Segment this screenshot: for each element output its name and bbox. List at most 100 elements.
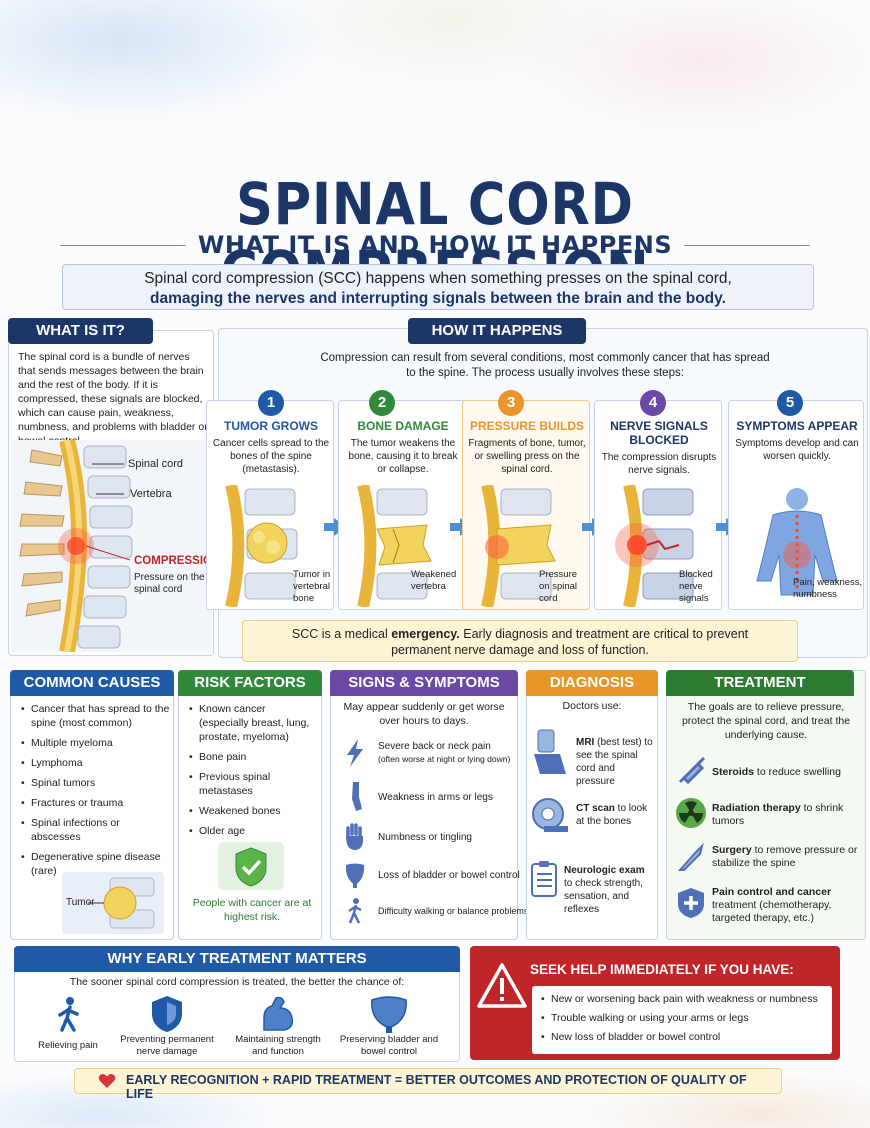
seek-help-list: New or worsening back pain with weakness…	[540, 992, 824, 1044]
risk-item: Weakened bones	[188, 804, 318, 818]
treatment-steroids: Steroids to reduce swelling	[712, 766, 862, 778]
step-4-number: 4	[640, 390, 666, 416]
diagnosis-ct: CT scan to look at the bones	[576, 802, 654, 828]
diagnosis-ct-bold: CT scan	[576, 803, 615, 814]
bladder-icon	[338, 858, 372, 892]
subtitle-rule-left	[60, 244, 186, 246]
benefit-label: Maintaining strength and function	[235, 1034, 321, 1057]
cause-item: Spinal tumors	[20, 776, 170, 790]
signs-intro: May appear suddenly or get worse over ho…	[343, 701, 505, 727]
step-2-desc: The tumor weakens the bone, causing it t…	[348, 438, 458, 475]
bladder-icon	[371, 996, 407, 1033]
step-4-caption: Blocked nerve signals	[679, 569, 713, 604]
signs-symptoms-heading: SIGNS & SYMPTOMS	[330, 670, 518, 696]
step-2-title: BONE DAMAGE	[357, 419, 449, 433]
emergency-bold: emergency.	[391, 627, 460, 641]
step-1-tumor-illustration	[225, 485, 298, 607]
hand-icon	[338, 820, 372, 854]
how-intro-line-1: Compression can result from several cond…	[320, 352, 770, 364]
cause-item: Multiple myeloma	[20, 736, 170, 750]
benefit-label: Relieving pain	[38, 1040, 98, 1051]
label-compression: COMPRESSION	[134, 555, 221, 567]
diagnosis-mri-bold: MRI	[576, 737, 595, 748]
diagnosis-mri: MRI (best test) to see the spinal cord a…	[576, 736, 654, 788]
diagnosis-heading: DIAGNOSIS	[526, 670, 658, 696]
emergency-post: Early diagnosis and treatment are critic…	[459, 627, 749, 641]
treatment-pain-bold: Pain control and cancer	[712, 886, 832, 898]
treatment-steroids-bold: Steroids	[712, 766, 755, 778]
why-early-intro: The sooner spinal cord compression is tr…	[69, 976, 405, 988]
symptom-text-sub: (often worse at night or lying down)	[378, 754, 511, 764]
symptom-text: Numbness or tingling	[378, 831, 472, 843]
common-causes-list: Cancer that has spread to the spine (mos…	[20, 702, 170, 884]
cause-item: Fractures or trauma	[20, 796, 170, 810]
how-it-happens-intro: Compression can result from several cond…	[230, 351, 860, 381]
treatment-pain: Pain control and cancer treatment (chemo…	[712, 886, 862, 925]
symptom-text: Severe back or neck pain(often worse at …	[378, 740, 510, 766]
treatment-steroids-text: to reduce swelling	[754, 766, 841, 778]
why-early-heading: WHY EARLY TREATMENT MATTERS	[14, 946, 460, 972]
risk-item: Older age	[188, 824, 318, 838]
ct-scanner-icon	[532, 798, 568, 832]
step-card-4: NERVE SIGNALS BLOCKED The compression di…	[594, 400, 722, 610]
footer-banner	[74, 1068, 782, 1094]
label-pressure: Pressure on the spinal cord	[134, 572, 205, 595]
treatment-heading: TREATMENT	[666, 670, 854, 696]
seek-help-list-box: New or worsening back pain with weakness…	[532, 986, 832, 1054]
step-3-desc: Fragments of bone, tumor, or swelling pr…	[468, 438, 586, 475]
syringe-icon	[678, 756, 706, 785]
subtitle-rule-right	[684, 244, 810, 246]
how-it-happens-heading: HOW IT HAPPENS	[408, 318, 586, 344]
treatment-intro: The goals are to relieve pressure, prote…	[681, 701, 851, 741]
step-4-desc: The compression disrupts nerve signals.	[601, 452, 717, 476]
emergency-banner: SCC is a medical emergency. Early diagno…	[242, 620, 798, 662]
emergency-line-2: permanent nerve damage and loss of funct…	[391, 643, 649, 657]
emergency-line-1: SCC is a medical emergency. Early diagno…	[243, 626, 797, 642]
what-is-it-body: The spinal cord is a bundle of nerves th…	[18, 351, 208, 447]
risk-item: Known cancer (especially breast, lung, p…	[188, 702, 318, 744]
step-1-number: 1	[258, 390, 284, 416]
symptom-text: Loss of bladder or bowel control	[378, 869, 520, 881]
step-1-caption: Tumor in vertebral bone	[293, 569, 331, 604]
intro-box: Spinal cord compression (SCC) happens wh…	[62, 264, 814, 310]
flexed-arm-icon	[263, 996, 294, 1031]
shield-icon	[152, 996, 182, 1032]
step-5-desc: Symptoms develop and can worsen quickly.	[735, 438, 859, 462]
step-2-number: 2	[369, 390, 395, 416]
treatment-surgery: Surgery to remove pressure or stabilize …	[712, 844, 862, 870]
step-2-bone-damage-illustration	[357, 485, 432, 607]
tumor-label: Tumor	[66, 897, 95, 908]
step-3-title: PRESSURE BUILDS	[469, 419, 585, 433]
cause-item: Cancer that has spread to the spine (mos…	[20, 702, 170, 730]
emergency-pre: SCC is a medical	[291, 627, 392, 641]
step-5-caption: Pain, weakness, numbness	[793, 577, 863, 600]
common-causes-heading: COMMON CAUSES	[10, 670, 174, 696]
diagnosis-ct-text: to look at the bones	[576, 803, 648, 827]
step-5-symptoms-illustration	[756, 488, 838, 596]
how-intro-line-2: to the spine. The process usually involv…	[406, 367, 684, 379]
footer-text: EARLY RECOGNITION + RAPID TREATMENT = BE…	[126, 1073, 747, 1101]
label-vertebra: Vertebra	[130, 488, 172, 500]
intro-line-1: Spinal cord compression (SCC) happens wh…	[144, 270, 732, 287]
symptom-text: Weakness in arms or legs	[378, 791, 493, 803]
benefit-label: Preserving bladder and bowel control	[339, 1034, 439, 1057]
treatment-pain-text: treatment (chemotherapy, targeted therap…	[712, 899, 832, 924]
step-card-5: SYMPTOMS APPEAR Symptoms develop and can…	[728, 400, 864, 610]
scalpel-icon	[677, 842, 704, 871]
risk-factors-list: Known cancer (especially breast, lung, p…	[188, 702, 318, 844]
diagnosis-neuro-text: to check strength, sensation, and reflex…	[564, 878, 643, 915]
step-5-number: 5	[777, 390, 803, 416]
cause-item: Lymphoma	[20, 756, 170, 770]
tumor-on-vertebra-illustration	[62, 872, 164, 934]
spine-cross-section-illustration	[12, 440, 212, 652]
diagnosis-intro: Doctors use:	[562, 700, 622, 712]
leg-icon	[338, 780, 372, 814]
treatment-radiation: Radiation therapy to shrink tumors	[712, 802, 862, 828]
mri-machine-icon	[534, 729, 566, 774]
walking-person-icon	[58, 997, 79, 1032]
risk-item: Previous spinal metastases	[188, 770, 318, 798]
step-card-2: BONE DAMAGE The tumor weakens the bone, …	[338, 400, 466, 610]
step-2-caption: Weakened vertebra	[411, 569, 457, 592]
cause-item: Degenerative spine disease (rare)	[20, 850, 170, 878]
seek-help-item: Trouble walking or using your arms or le…	[540, 1011, 824, 1025]
